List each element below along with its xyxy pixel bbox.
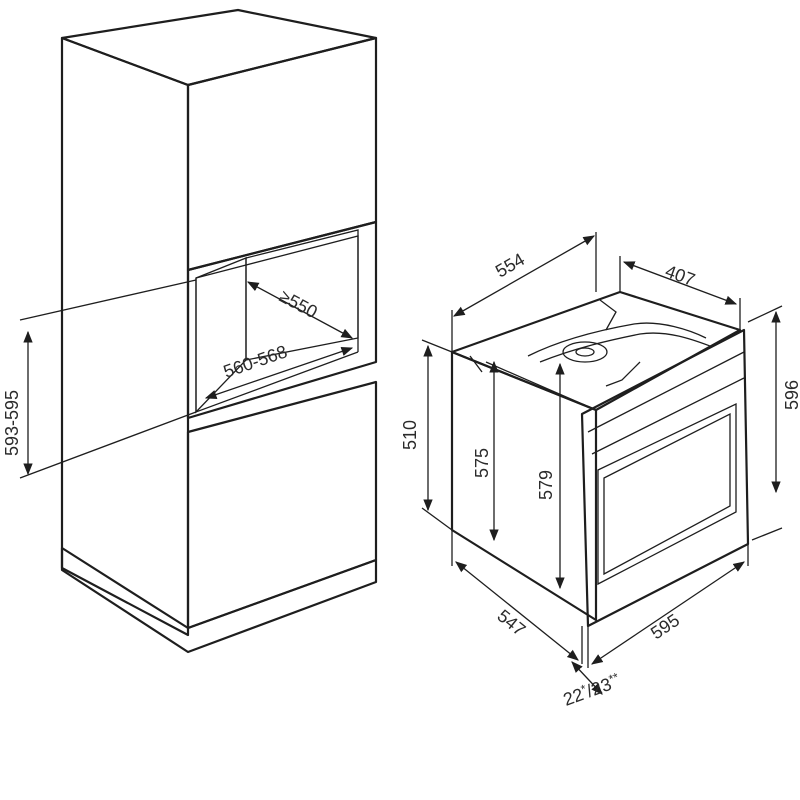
oven-inner-height-1-label: 575	[472, 448, 492, 478]
niche-width-label: 560-568	[221, 341, 290, 381]
oven-unit	[450, 290, 750, 628]
cabinet-upper-door	[186, 36, 378, 272]
oven-top-width-dimension-line	[622, 261, 738, 305]
oven-depth-label: 547	[493, 606, 529, 640]
front-offset-dimension-line	[571, 661, 603, 695]
cabinet-top	[60, 8, 378, 87]
tall-cabinet	[60, 8, 378, 654]
oven-body-height-label: 510	[400, 420, 420, 450]
oven-height-label: 596	[782, 380, 800, 410]
cabinet-side-panel	[60, 36, 190, 637]
cabinet-niche-left-wall	[195, 257, 247, 414]
cabinet-lower-door	[186, 380, 378, 630]
cabinet-plinth	[60, 546, 378, 654]
heating-element	[527, 299, 711, 387]
oven-top	[450, 290, 742, 412]
niche-depth-label: ≥550	[276, 286, 321, 322]
oven-inner-height-2-label: 579	[536, 470, 556, 500]
cabinet-dimensions: ≥550 560-568 593-595	[2, 279, 354, 479]
oven-width-dimension-line	[591, 561, 745, 665]
front-offset-mark-1: *	[579, 681, 588, 696]
niche-depth-dimension-line	[246, 281, 354, 339]
oven-side	[450, 350, 598, 622]
oven-top-width-label: 407	[663, 261, 698, 290]
front-offset-label: 22*/23**	[560, 670, 623, 710]
oven-depth-dimension-line	[455, 561, 579, 661]
oven-top-depth-dimension-line	[452, 235, 596, 317]
oven-window	[597, 402, 737, 586]
niche-width-dimension-line	[204, 346, 354, 400]
oven-width-label: 595	[647, 610, 683, 643]
oven-front	[580, 328, 750, 628]
niche-height-label: 593-595	[2, 390, 22, 456]
oven-dimensions: 554 407 596 510 575 579 547 595 22*/23**	[400, 232, 800, 710]
